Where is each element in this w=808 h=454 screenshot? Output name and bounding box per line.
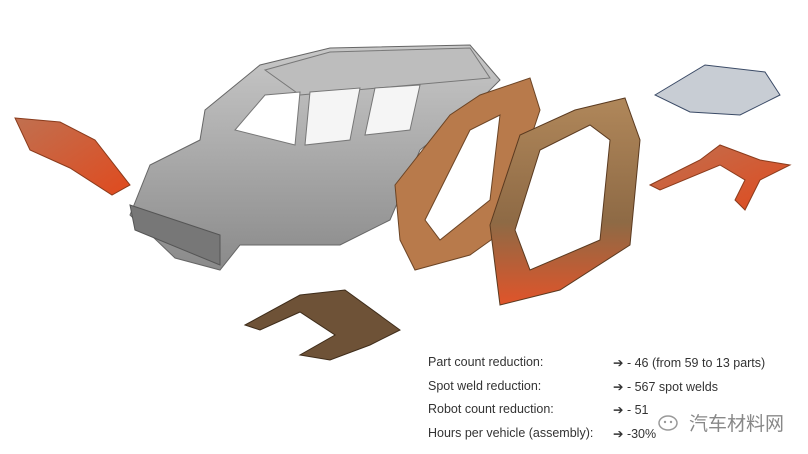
stat-label: Hours per vehicle (assembly): [428, 425, 594, 440]
front-apron-part [14, 117, 131, 196]
stat-label: Spot weld reduction: [428, 378, 542, 393]
wechat-icon [658, 414, 678, 431]
watermark-text: 汽车材料网 [689, 413, 785, 435]
inner-side-ring-part [489, 97, 641, 306]
stat-value: ➔ - 51 [613, 403, 649, 417]
stat-label: Part count reduction: [428, 355, 544, 369]
cross-member-part [648, 144, 792, 211]
floor-frame-part [243, 289, 401, 361]
stat-label: Robot count reduction: [428, 402, 554, 416]
watermark: 汽车材料网 [657, 409, 784, 436]
roof-panel-part [653, 64, 781, 116]
stat-value: ➔ - 46 (from 59 to 13 parts) [613, 356, 766, 370]
stat-value: ➔ - 567 spot welds [613, 379, 718, 394]
stat-value: ➔ -30% [613, 426, 657, 441]
car-body-shell [129, 44, 501, 271]
